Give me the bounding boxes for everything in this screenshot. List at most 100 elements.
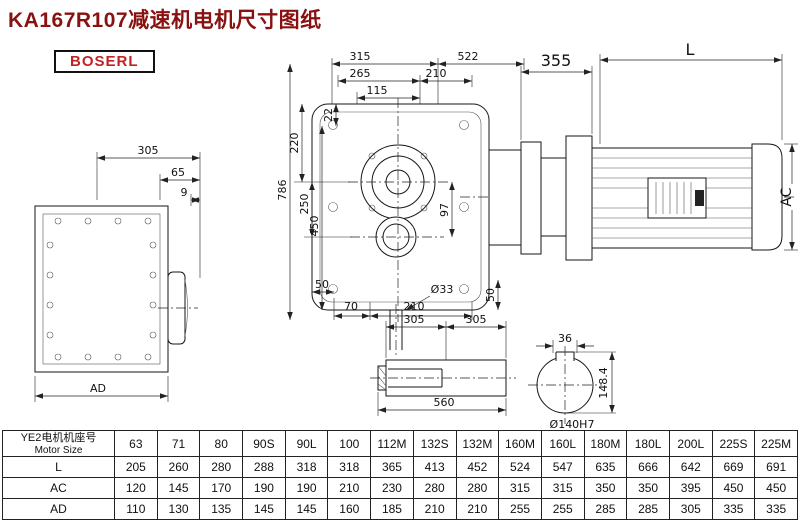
dim-148-4: 148.4 [597,367,610,399]
dim-355: 355 [541,51,572,70]
table-cell: 642 [668,456,713,478]
table-row-AC: AC 120 145 170 190 190 210 230 280 280 3… [2,477,798,499]
fan-cowl [751,143,783,251]
table-cell: 335 [711,498,756,520]
dim-9: 9 [181,186,188,199]
table-cell: 170 [199,477,244,499]
table-cell: 255 [540,498,585,520]
motor-size-table: YE2电机机座号 Motor Size 63 71 80 90S 90L 100… [2,430,798,520]
brand-logo: BOSERL [54,50,155,73]
table-cell: 524 [498,456,542,478]
col-header: 180L [626,430,670,457]
table-cell: 260 [156,456,201,478]
table-row-AD: AD 110 130 135 145 145 160 185 210 210 2… [2,498,798,520]
dim-d33: Ø33 [431,283,454,296]
bell-housing [488,149,522,246]
table-cell: 160 [327,498,372,520]
table-cell: 288 [242,456,286,478]
header-label-en: Motor Size [34,444,83,456]
col-header: 112M [370,430,414,457]
table-row-L: L 205 260 280 288 318 318 365 413 452 52… [2,456,798,478]
table-cell: 666 [626,456,670,478]
table-cell: 280 [412,477,457,499]
col-header: 71 [156,430,201,457]
dim-97: 97 [438,203,451,217]
dim-220: 220 [288,133,301,154]
dim-65: 65 [171,166,185,179]
table-cell: 305 [668,498,713,520]
table-cell: 210 [455,498,500,520]
table-header-label: YE2电机机座号 Motor Size [2,430,115,457]
table-cell: 413 [412,456,457,478]
front-view: 315 522 265 210 115 786 220 250 [276,50,525,356]
col-header: 90L [284,430,329,457]
shaft-detail-view: 305 305 560 [370,313,516,416]
col-header: 132M [455,430,500,457]
col-header: 225M [754,430,798,457]
dim-265: 265 [350,67,371,80]
col-header: 90S [242,430,286,457]
row-label: L [2,456,115,478]
table-cell: 190 [242,477,286,499]
dim-50-right: 50 [484,288,497,302]
dim-250: 250 [298,194,311,215]
table-header-row: YE2电机机座号 Motor Size 63 71 80 90S 90L 100… [2,430,798,457]
col-header: 80 [199,430,244,457]
table-cell: 318 [284,456,329,478]
row-label: AC [2,477,115,499]
dim-70: 70 [344,300,358,313]
left-side-view: 305 65 9 AD [34,144,201,402]
table-cell: 280 [455,477,500,499]
dim-d140H7: Ø140H7 [550,418,595,430]
col-header: 100 [327,430,372,457]
table-cell: 450 [711,477,756,499]
col-header: 160M [498,430,542,457]
technical-drawing: 305 65 9 AD 315 52 [34,40,798,430]
table-cell: 452 [455,456,500,478]
table-cell: 210 [412,498,457,520]
table-cell: 285 [583,498,628,520]
table-cell: 130 [156,498,201,520]
dim-L: L [686,40,695,59]
table-cell: 190 [284,477,329,499]
row-label: AD [2,498,115,520]
table-cell: 280 [199,456,244,478]
nameplate-mark [695,190,704,206]
shaft-end-view: 36 148.4 Ø140H7 [528,332,616,430]
table-cell: 547 [540,456,585,478]
table-cell: 230 [370,477,414,499]
dim-AD: AD [90,382,106,395]
motor-flange [565,135,593,261]
table-cell: 135 [199,498,244,520]
table-cell: 350 [626,477,670,499]
dim-560: 560 [434,396,455,409]
table-cell: 210 [327,477,372,499]
table-cell: 255 [498,498,542,520]
gearbox-housing-side [34,205,169,373]
table-cell: 145 [284,498,329,520]
dim-50-left: 50 [315,278,329,291]
dim-210-top: 210 [426,67,447,80]
dim-AC: AC [779,187,795,206]
table-cell: 145 [242,498,286,520]
col-header: 63 [114,430,158,457]
table-cell: 285 [626,498,670,520]
table-cell: 365 [370,456,414,478]
dim-210-bottom: 210 [404,300,425,313]
table-cell: 145 [156,477,201,499]
col-header: 200L [668,430,713,457]
dim-22: 22 [322,108,335,122]
header-label-cn: YE2电机机座号 [20,431,97,444]
table-cell: 350 [583,477,628,499]
table-cell: 691 [754,456,798,478]
table-cell: 450 [754,477,798,499]
dim-522: 522 [458,50,479,63]
table-cell: 120 [114,477,158,499]
dim-36: 36 [558,332,572,345]
col-header: 180M [583,430,628,457]
table-cell: 395 [668,477,713,499]
dim-450: 450 [308,216,321,237]
table-cell: 315 [540,477,585,499]
dim-315: 315 [350,50,371,63]
table-cell: 110 [114,498,158,520]
